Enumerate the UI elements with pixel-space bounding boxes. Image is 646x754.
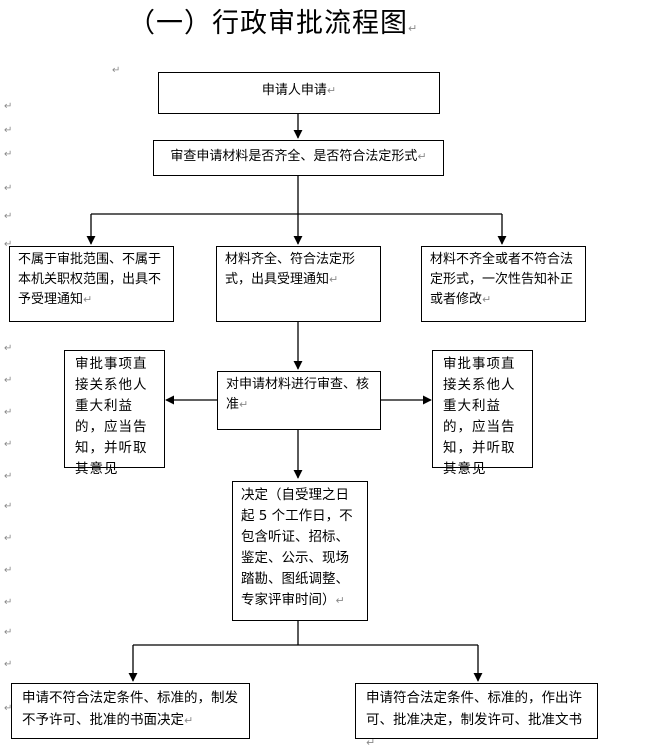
paragraph-mark: ↵ xyxy=(4,597,13,608)
paragraph-mark: ↵ xyxy=(4,533,13,544)
node-reject: 申请不符合法定条件、标准的，制发不予许可、批准的书面决定↵ xyxy=(11,683,250,739)
node-apply: 申请人申请↵ xyxy=(158,72,440,114)
node-approve: 申请符合法定条件、标准的，作出许可、批准决定，制发许可、批准文书↵ xyxy=(355,683,598,749)
paragraph-mark: ↵ xyxy=(4,501,13,512)
paragraph-mark: ↵ xyxy=(4,659,13,670)
node-accept: 材料齐全、符合法定形式，出具受理通知↵ xyxy=(216,246,381,322)
node-out-of-scope: 不属于审批范围、不属于本机关职权范围，出具不予受理通知↵ xyxy=(9,246,174,322)
paragraph-mark: ↵ xyxy=(4,343,13,354)
paragraph-mark: ↵ xyxy=(4,101,13,112)
paragraph-mark: ↵ xyxy=(112,65,121,76)
node-notify-left: 审批事项直接关系他人重大利益的，应当告知，并听取其意见 xyxy=(64,350,165,477)
paragraph-mark: ↵ xyxy=(4,149,13,160)
paragraph-mark: ↵ xyxy=(4,627,13,638)
paragraph-mark: ↵ xyxy=(4,211,13,222)
node-review-materials: 审查申请材料是否齐全、是否符合法定形式↵ xyxy=(153,140,444,176)
node-incomplete: 材料不齐全或者不符合法定形式，一次性告知补正或者修改↵ xyxy=(421,246,586,322)
node-decision: 决定（自受理之日起 5 个工作日，不包含听证、招标、鉴定、公示、现场踏勘、图纸调… xyxy=(232,481,368,621)
paragraph-mark: ↵ xyxy=(4,375,13,386)
node-notify-right: 审批事项直接关系他人重大利益的，应当告知，并听取其意见 xyxy=(432,350,533,477)
paragraph-mark: ↵ xyxy=(4,125,13,136)
paragraph-mark: ↵ xyxy=(4,471,13,482)
paragraph-mark: ↵ xyxy=(4,439,13,450)
paragraph-mark: ↵ xyxy=(4,239,13,250)
page-title: （一）行政审批流程图↵ xyxy=(128,8,419,39)
node-examine: 对申请材料进行审查、核准↵ xyxy=(217,371,381,430)
paragraph-mark: ↵ xyxy=(4,407,13,418)
paragraph-mark: ↵ xyxy=(4,183,13,194)
paragraph-mark: ↵ xyxy=(4,703,13,714)
paragraph-mark: ↵ xyxy=(4,565,13,576)
